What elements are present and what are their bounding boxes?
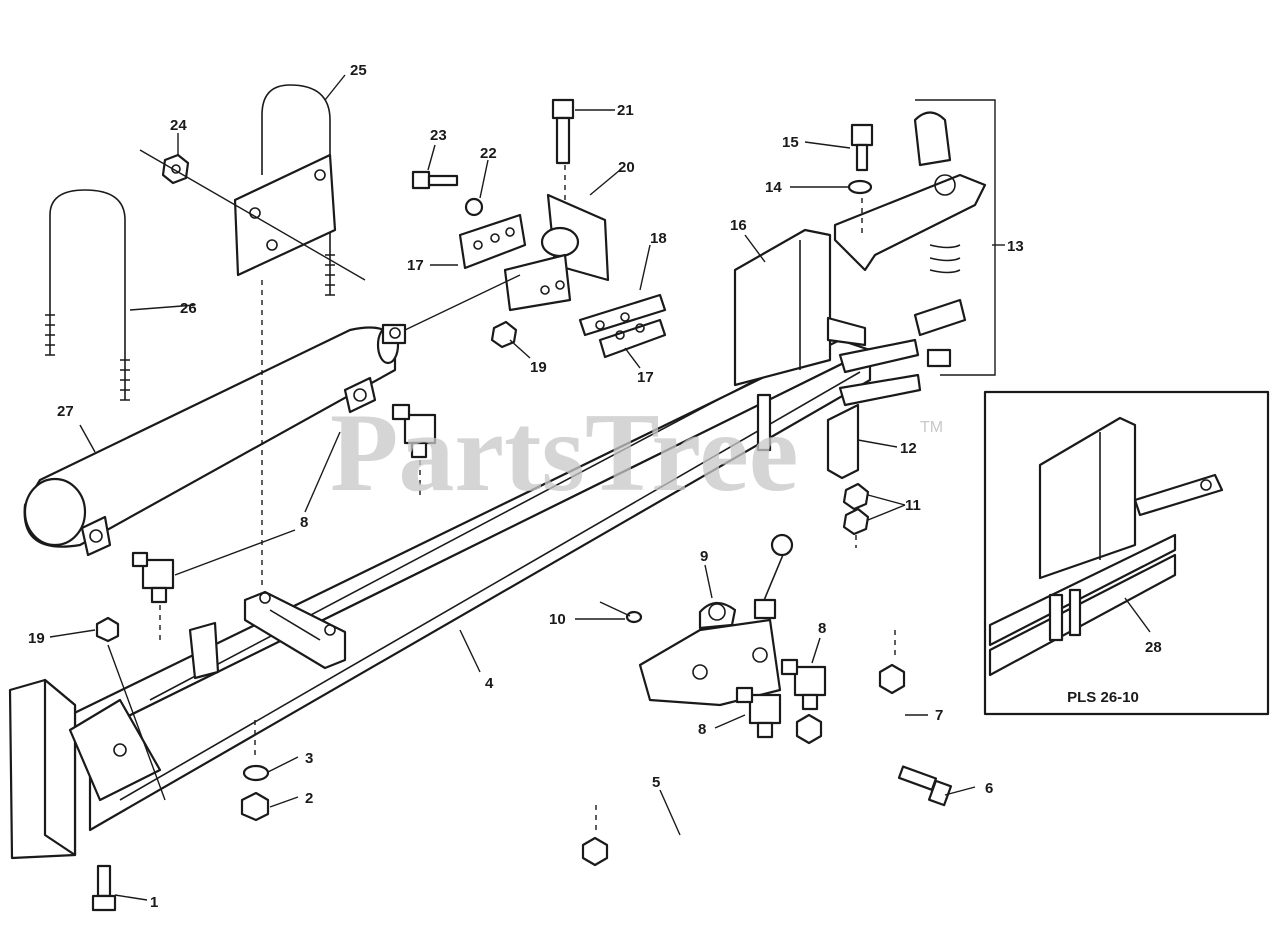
callout-8-valve-bottom: 8 bbox=[698, 721, 706, 738]
callout-9: 9 bbox=[700, 548, 708, 565]
callout-3: 3 bbox=[305, 750, 313, 767]
watermark-trademark: TM bbox=[920, 419, 943, 436]
beam-rails bbox=[756, 338, 922, 452]
callout-arrows bbox=[49, 74, 1005, 901]
bolt-1 bbox=[91, 864, 117, 912]
callout-15: 15 bbox=[782, 134, 799, 151]
callout-1: 1 bbox=[150, 894, 158, 911]
callout-14: 14 bbox=[765, 179, 782, 196]
callout-8-valve-right: 8 bbox=[818, 620, 826, 637]
inset-caption: PLS 26-10 bbox=[1067, 689, 1139, 706]
hydraulic-cylinder bbox=[23, 323, 407, 557]
callout-16: 16 bbox=[730, 217, 747, 234]
bracket bbox=[826, 403, 860, 480]
bolt-21 bbox=[551, 98, 575, 165]
end-plate bbox=[8, 678, 162, 860]
washer-3 bbox=[242, 764, 270, 782]
nut-11a bbox=[842, 482, 870, 511]
callout-23: 23 bbox=[430, 127, 447, 144]
callout-19-left: 19 bbox=[28, 630, 45, 647]
saddle-clamp bbox=[188, 590, 347, 680]
callout-13: 13 bbox=[1007, 238, 1024, 255]
pivot-bracket bbox=[458, 193, 667, 359]
callout-27: 27 bbox=[57, 403, 74, 420]
u-bolt-26 bbox=[45, 189, 130, 401]
inset-detail: PLS 26-10 bbox=[983, 390, 1270, 716]
elbow-fitting bbox=[780, 658, 827, 711]
watermark: PartsTree bbox=[330, 391, 799, 515]
washer-14 bbox=[847, 179, 873, 195]
u-bolt-25 bbox=[233, 84, 337, 296]
callout-24: 24 bbox=[170, 117, 187, 134]
callout-17-left: 17 bbox=[407, 257, 424, 274]
nut-19-top bbox=[490, 320, 518, 349]
callout-20: 20 bbox=[618, 159, 635, 176]
washer-22 bbox=[464, 197, 484, 217]
callout-25: 25 bbox=[350, 62, 367, 79]
hydraulic-tube-5 bbox=[581, 745, 768, 891]
callout-10: 10 bbox=[549, 611, 566, 628]
bolt-6 bbox=[897, 765, 953, 807]
callout-28: 28 bbox=[1145, 639, 1162, 656]
callout-12: 12 bbox=[900, 440, 917, 457]
elbow-fitting bbox=[131, 551, 175, 604]
callout-4: 4 bbox=[485, 675, 494, 692]
washer-10 bbox=[625, 610, 643, 624]
callout-2: 2 bbox=[305, 790, 313, 807]
elbow-fitting bbox=[735, 686, 782, 739]
nut-11b bbox=[842, 507, 870, 536]
elbow-fitting bbox=[391, 403, 437, 459]
hydraulic-tube-7 bbox=[795, 663, 906, 774]
bolt-23 bbox=[411, 170, 459, 190]
nut-2 bbox=[240, 791, 270, 822]
callout-11: 11 bbox=[905, 497, 921, 514]
nut bbox=[161, 153, 190, 185]
callout-21: 21 bbox=[617, 102, 634, 119]
callout-5: 5 bbox=[652, 774, 660, 791]
callout-19-top: 19 bbox=[530, 359, 547, 376]
latch-assembly bbox=[833, 99, 996, 376]
beam bbox=[58, 329, 872, 832]
leader-lines bbox=[107, 149, 896, 835]
callout-6: 6 bbox=[985, 780, 993, 797]
control-valve bbox=[625, 533, 794, 707]
callout-26: 26 bbox=[180, 300, 197, 317]
wedge bbox=[733, 228, 867, 387]
callout-7: 7 bbox=[935, 707, 943, 724]
callout-18: 18 bbox=[650, 230, 667, 247]
callout-8-cylinder: 8 bbox=[300, 514, 308, 531]
callout-17-right: 17 bbox=[637, 369, 654, 386]
callout-labels: 1 2 3 4 5 6 7 8 8 8 8 9 10 11 12 13 14 1… bbox=[28, 62, 1162, 911]
valve-handle-knob bbox=[770, 533, 794, 557]
callout-22: 22 bbox=[480, 145, 497, 162]
nut-19-left bbox=[95, 616, 120, 643]
